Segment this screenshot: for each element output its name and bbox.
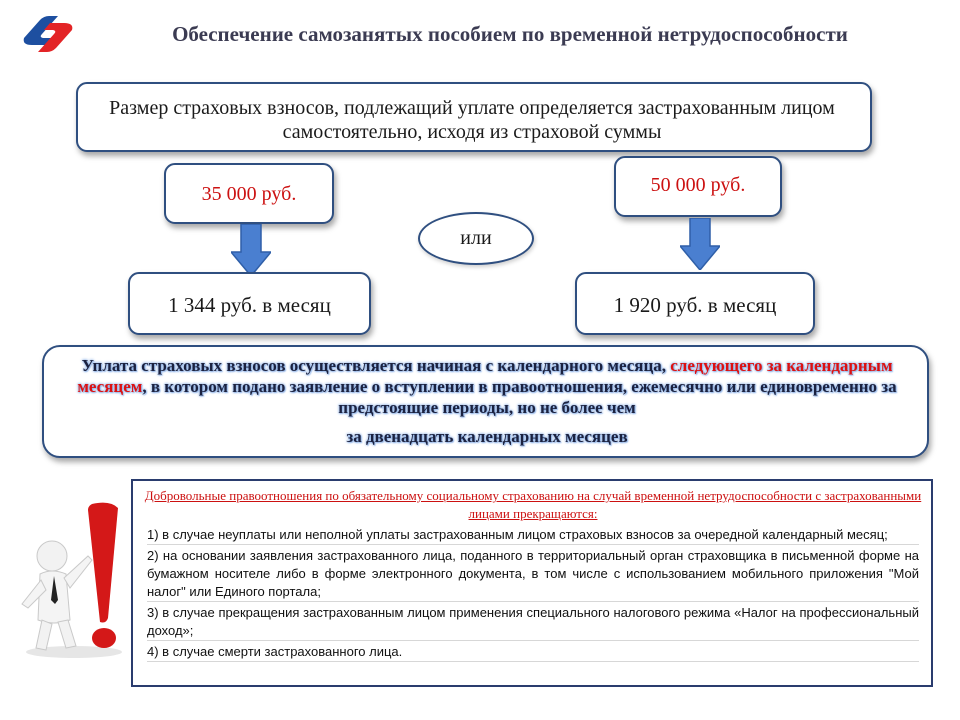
- list-item: 2) на основании заявления застрахованног…: [147, 547, 919, 602]
- payment-left-value: 1 344 руб. в месяц: [168, 293, 331, 317]
- payment-notice-part2: , в котором подано заявление о вступлени…: [142, 377, 896, 417]
- termination-box: Добровольные правоотношения по обязатель…: [131, 479, 933, 687]
- payment-notice-box: Уплата страховых взносов осуществляется …: [42, 345, 929, 458]
- insurance-info-box: Размер страховых взносов, подлежащий упл…: [76, 82, 872, 152]
- sum-left-value: 35 000 руб.: [202, 183, 297, 205]
- down-arrow-icon: [680, 218, 720, 270]
- insurance-info-text: Размер страховых взносов, подлежащий упл…: [98, 96, 846, 144]
- list-item: 3) в случае прекращения застрахованным л…: [147, 604, 919, 641]
- termination-heading: Добровольные правоотношения по обязатель…: [143, 487, 923, 523]
- list-item: 4) в случае смерти застрахованного лица.: [147, 643, 919, 662]
- payment-notice-line2: за двенадцать календарных месяцев: [62, 426, 912, 447]
- payment-notice-text: Уплата страховых взносов осуществляется …: [62, 355, 912, 447]
- exclamation-figure-icon: [14, 500, 126, 660]
- termination-list: 1) в случае неуплаты или неполной уплаты…: [147, 526, 919, 664]
- list-item: 1) в случае неуплаты или неполной уплаты…: [147, 526, 919, 545]
- sfr-logo-icon: [22, 14, 74, 54]
- down-arrow-icon: [231, 224, 271, 276]
- sum-left-box: 35 000 руб.: [164, 163, 334, 224]
- payment-right-value: 1 920 руб. в месяц: [614, 293, 777, 317]
- payment-notice-part1: Уплата страховых взносов осуществляется …: [81, 356, 670, 375]
- payment-right-box: 1 920 руб. в месяц: [575, 272, 815, 335]
- sum-right-value: 50 000 руб.: [651, 174, 746, 196]
- sum-right-box: 50 000 руб.: [614, 156, 782, 217]
- payment-left-box: 1 344 руб. в месяц: [128, 272, 371, 335]
- page-title: Обеспечение самозанятых пособием по врем…: [100, 22, 920, 47]
- or-ellipse: или: [418, 212, 534, 265]
